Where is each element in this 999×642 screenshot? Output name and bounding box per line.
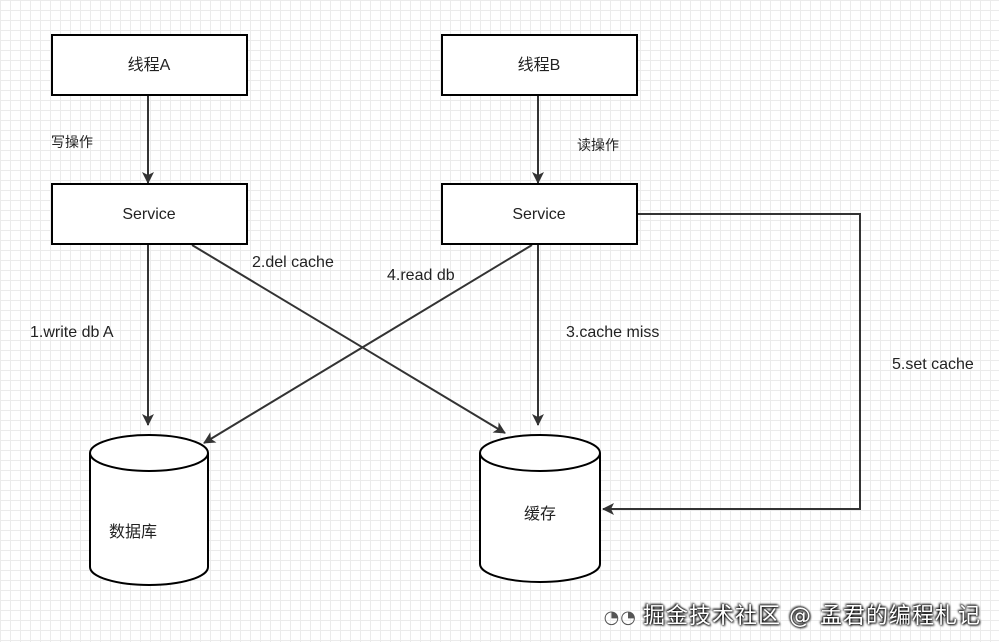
thread-b-label: 线程B <box>518 56 561 74</box>
edge-set-cache <box>602 213 861 515</box>
cache-cylinder: 缓存 <box>479 434 601 583</box>
edge-del-cache <box>191 244 506 434</box>
write-op-label: 写操作 <box>51 134 93 150</box>
cache-miss-label: 3.cache miss <box>566 324 659 341</box>
wechat-icon: ◔◔ <box>603 607 637 628</box>
del-cache-label: 2.del cache <box>252 254 334 271</box>
service-a-label: Service <box>122 206 175 223</box>
thread-b-node: 线程B <box>441 34 638 96</box>
database-cylinder: 数据库 <box>89 434 209 586</box>
watermark-text: 掘金技术社区 @ 孟君的编程札记 <box>643 604 981 629</box>
read-db-label: 4.read db <box>387 267 455 284</box>
set-cache-label: 5.set cache <box>892 356 974 373</box>
thread-a-node: 线程A <box>51 34 248 96</box>
service-b-label: Service <box>512 206 565 223</box>
database-label: 数据库 <box>109 523 157 541</box>
watermark: ◔◔ 掘金技术社区 @ 孟君的编程札记 <box>604 598 981 630</box>
cache-label: 缓存 <box>524 505 556 523</box>
thread-a-label: 线程A <box>128 56 171 74</box>
read-op-label: 读操作 <box>577 137 619 153</box>
service-a-node: Service <box>51 183 248 245</box>
service-b-node: Service <box>441 183 638 245</box>
write-db-label: 1.write db A <box>30 324 114 341</box>
edge-read-db <box>203 244 533 444</box>
